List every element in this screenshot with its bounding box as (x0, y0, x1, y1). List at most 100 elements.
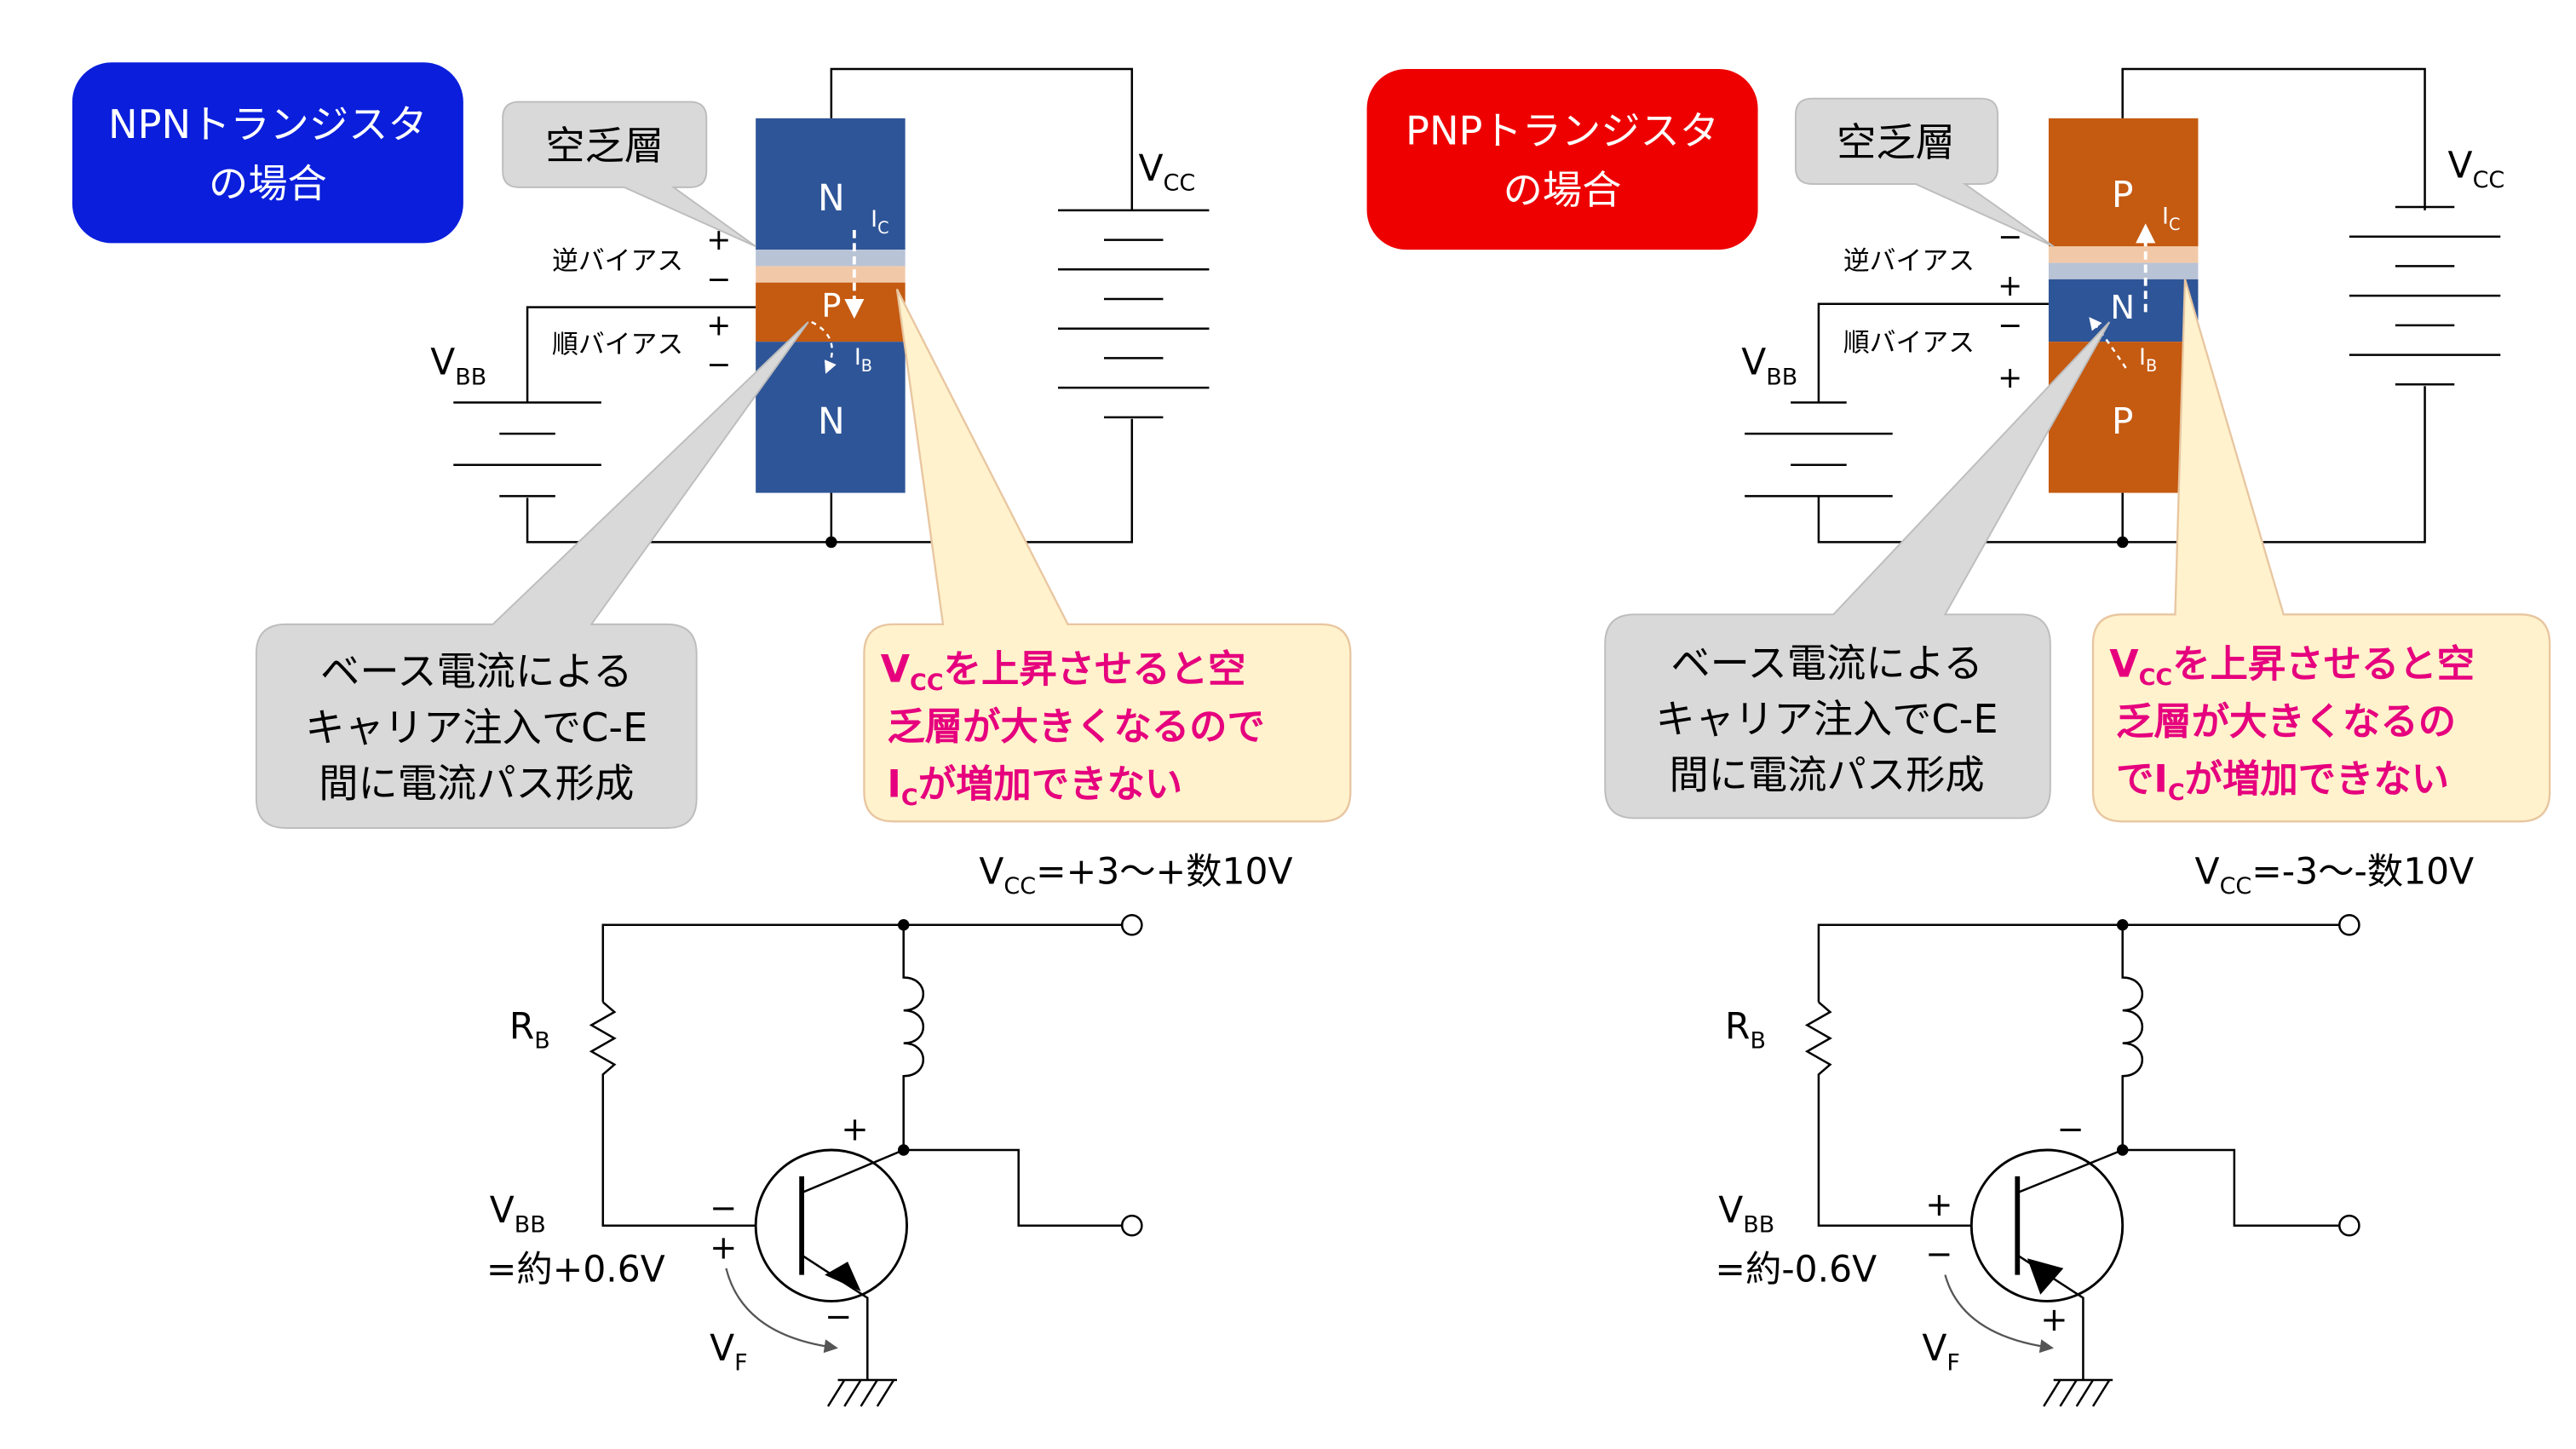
npn-panel: NPNトランジスタ の場合 VCC VBB (72, 62, 1352, 1407)
npn-vf-arrow (725, 1268, 838, 1354)
pnp-yellow-line1: VCCを上昇させると空 (2109, 643, 2475, 692)
pnp-vbb-battery (1745, 401, 1893, 497)
pnp-depletion-callout: 空乏層 (1794, 97, 2055, 248)
npn-region-top-label: N (818, 178, 845, 220)
pnp-gray-line2: キャリア注入でC-E (1656, 696, 1998, 742)
npn-circuit: VCC=+3〜+数10V RB + − + − VBB =約+0.6V VF (486, 852, 1292, 1407)
npn-title-line1: NPNトランジスタ (108, 101, 428, 147)
pnp-terminal-bottom (2338, 1214, 2360, 1237)
pnp-circuit-vcc: VCC=-3〜-数10V (2195, 852, 2475, 900)
npn-depletion-top (756, 250, 906, 267)
npn-vcc-label: VCC (1138, 148, 1195, 197)
pnp-vcc-battery (2349, 205, 2501, 386)
pnp-gray-callout: ベース電流による キャリア注入でC-E 間に電流パス形成 (1604, 321, 2111, 819)
pnp-rb-resistor (1804, 1001, 1972, 1227)
pnp-base-wire (1817, 302, 2049, 403)
pnp-rb-label: RB (1725, 1006, 1766, 1055)
pnp-coil (2121, 924, 2143, 1150)
pnp-vf-arrow (1944, 1274, 2055, 1354)
npn-base-region (756, 282, 906, 342)
npn-fb-minus: − (706, 348, 731, 382)
pnp-rb-plus: + (1998, 269, 2022, 303)
pnp-semiconductor-block: P N P IC IB (2048, 118, 2199, 493)
pnp-region-bot-label: P (2112, 401, 2134, 443)
npn-forward-bias-label: 順バイアス (552, 330, 683, 360)
npn-circuit-vbb: VBB (490, 1190, 546, 1239)
npn-gray-line1: ベース電流による (320, 648, 632, 694)
pnp-collector-region (2048, 118, 2199, 247)
pnp-ic-label: IC (2162, 203, 2180, 234)
npn-ground-icon (826, 1378, 897, 1407)
npn-title-line2: の場合 (209, 160, 327, 206)
npn-emitter-arrow (825, 1262, 861, 1291)
pnp-sign-emitter: + (2040, 1301, 2067, 1339)
npn-junction-dot (825, 536, 837, 549)
pnp-yellow-line2: 乏層が大きくなるの (2116, 700, 2456, 744)
pnp-vf-label: VF (1922, 1328, 1960, 1377)
pnp-depletion-top (2048, 246, 2199, 263)
npn-reverse-bias-label: 逆バイアス (552, 245, 683, 276)
npn-fb-plus: + (706, 308, 731, 342)
pnp-title-box: PNPトランジスタ の場合 (1366, 68, 1758, 250)
pnp-panel: PNPトランジスタ の場合 VCC VBB (1366, 67, 2551, 1407)
pnp-forward-bias-label: 順バイアス (1843, 328, 1975, 359)
npn-sign-base-bot: + (710, 1228, 737, 1267)
npn-depletion-callout: 空乏層 (502, 101, 756, 248)
pnp-ground-icon (2043, 1378, 2113, 1407)
npn-terminal-top (1120, 913, 1143, 936)
npn-gray-callout: ベース電流による キャリア注入でC-E 間に電流パス形成 (255, 321, 809, 829)
pnp-circuit-vbb: VBB (1718, 1190, 1774, 1239)
pnp-ib-label: IB (2139, 344, 2157, 376)
npn-collector-region (756, 118, 906, 250)
pnp-title-line2: の場合 (1504, 167, 1622, 213)
npn-sign-base-top: − (710, 1189, 737, 1228)
pnp-region-top-label: P (2112, 175, 2134, 216)
pnp-region-mid-label: N (2110, 289, 2135, 327)
pnp-fb-minus: − (1998, 308, 2022, 342)
pnp-vbb-label: VBB (1741, 342, 1797, 391)
pnp-base-region (2048, 279, 2199, 342)
npn-vcc-battery (1057, 209, 1210, 419)
npn-region-mid-label: P (821, 287, 841, 325)
npn-collector-wire (830, 67, 1134, 210)
pnp-circuit-vbb-value: =約-0.6V (1715, 1249, 1877, 1291)
npn-vbb-battery (453, 401, 601, 497)
pnp-reverse-bias-label: 逆バイアス (1843, 245, 1975, 276)
npn-ib-label: IB (854, 344, 872, 376)
pnp-title-line1: PNPトランジスタ (1406, 108, 1719, 154)
npn-rb-resistor (589, 1001, 756, 1227)
npn-depletion-bottom (756, 266, 906, 283)
npn-circuit-vbb-value: =約+0.6V (486, 1249, 665, 1291)
pnp-ib-arrow (2089, 317, 2127, 369)
pnp-output-wire (2122, 1148, 2340, 1227)
npn-ic-label: IC (871, 206, 888, 238)
pnp-yellow-callout: VCCを上昇させると空 乏層が大きくなるの でICが増加できない (2091, 279, 2551, 823)
npn-transistor-symbol (754, 1148, 909, 1302)
npn-terminal-bottom (1120, 1214, 1143, 1237)
pnp-depletion-bottom (2048, 262, 2199, 279)
pnp-sign-collector: − (2057, 1110, 2084, 1148)
pnp-emitter-arrow (2027, 1258, 2064, 1295)
pnp-transistor-symbol (1969, 1148, 2125, 1302)
npn-output-wire (903, 1148, 1123, 1227)
npn-rb-label: RB (509, 1006, 550, 1055)
npn-base-wire (526, 306, 756, 403)
npn-yellow-callout: VCCを上昇させると空 乏層が大きくなるので ICが増加できない (863, 288, 1352, 823)
pnp-sign-base-top: + (1925, 1186, 1952, 1224)
npn-depletion-label: 空乏層 (545, 123, 664, 169)
pnp-fb-plus: + (1998, 361, 2022, 395)
npn-ib-arrow (811, 320, 837, 374)
npn-region-bot-label: N (818, 401, 845, 443)
npn-vbb-label: VBB (430, 342, 486, 391)
pnp-depletion-label: 空乏層 (1837, 119, 1955, 165)
npn-yellow-line2: 乏層が大きくなるので (887, 705, 1264, 749)
npn-yellow-line3: ICが増加できない (887, 762, 1182, 811)
npn-top-rail (601, 923, 1123, 1003)
pnp-yellow-line3: でICが増加できない (2116, 758, 2449, 807)
npn-yellow-line1: VCCを上昇させると空 (881, 647, 1246, 696)
pnp-gray-line1: ベース電流による (1670, 641, 1982, 687)
pnp-top-rail (1817, 923, 2340, 1003)
npn-rb-minus: − (706, 262, 731, 296)
